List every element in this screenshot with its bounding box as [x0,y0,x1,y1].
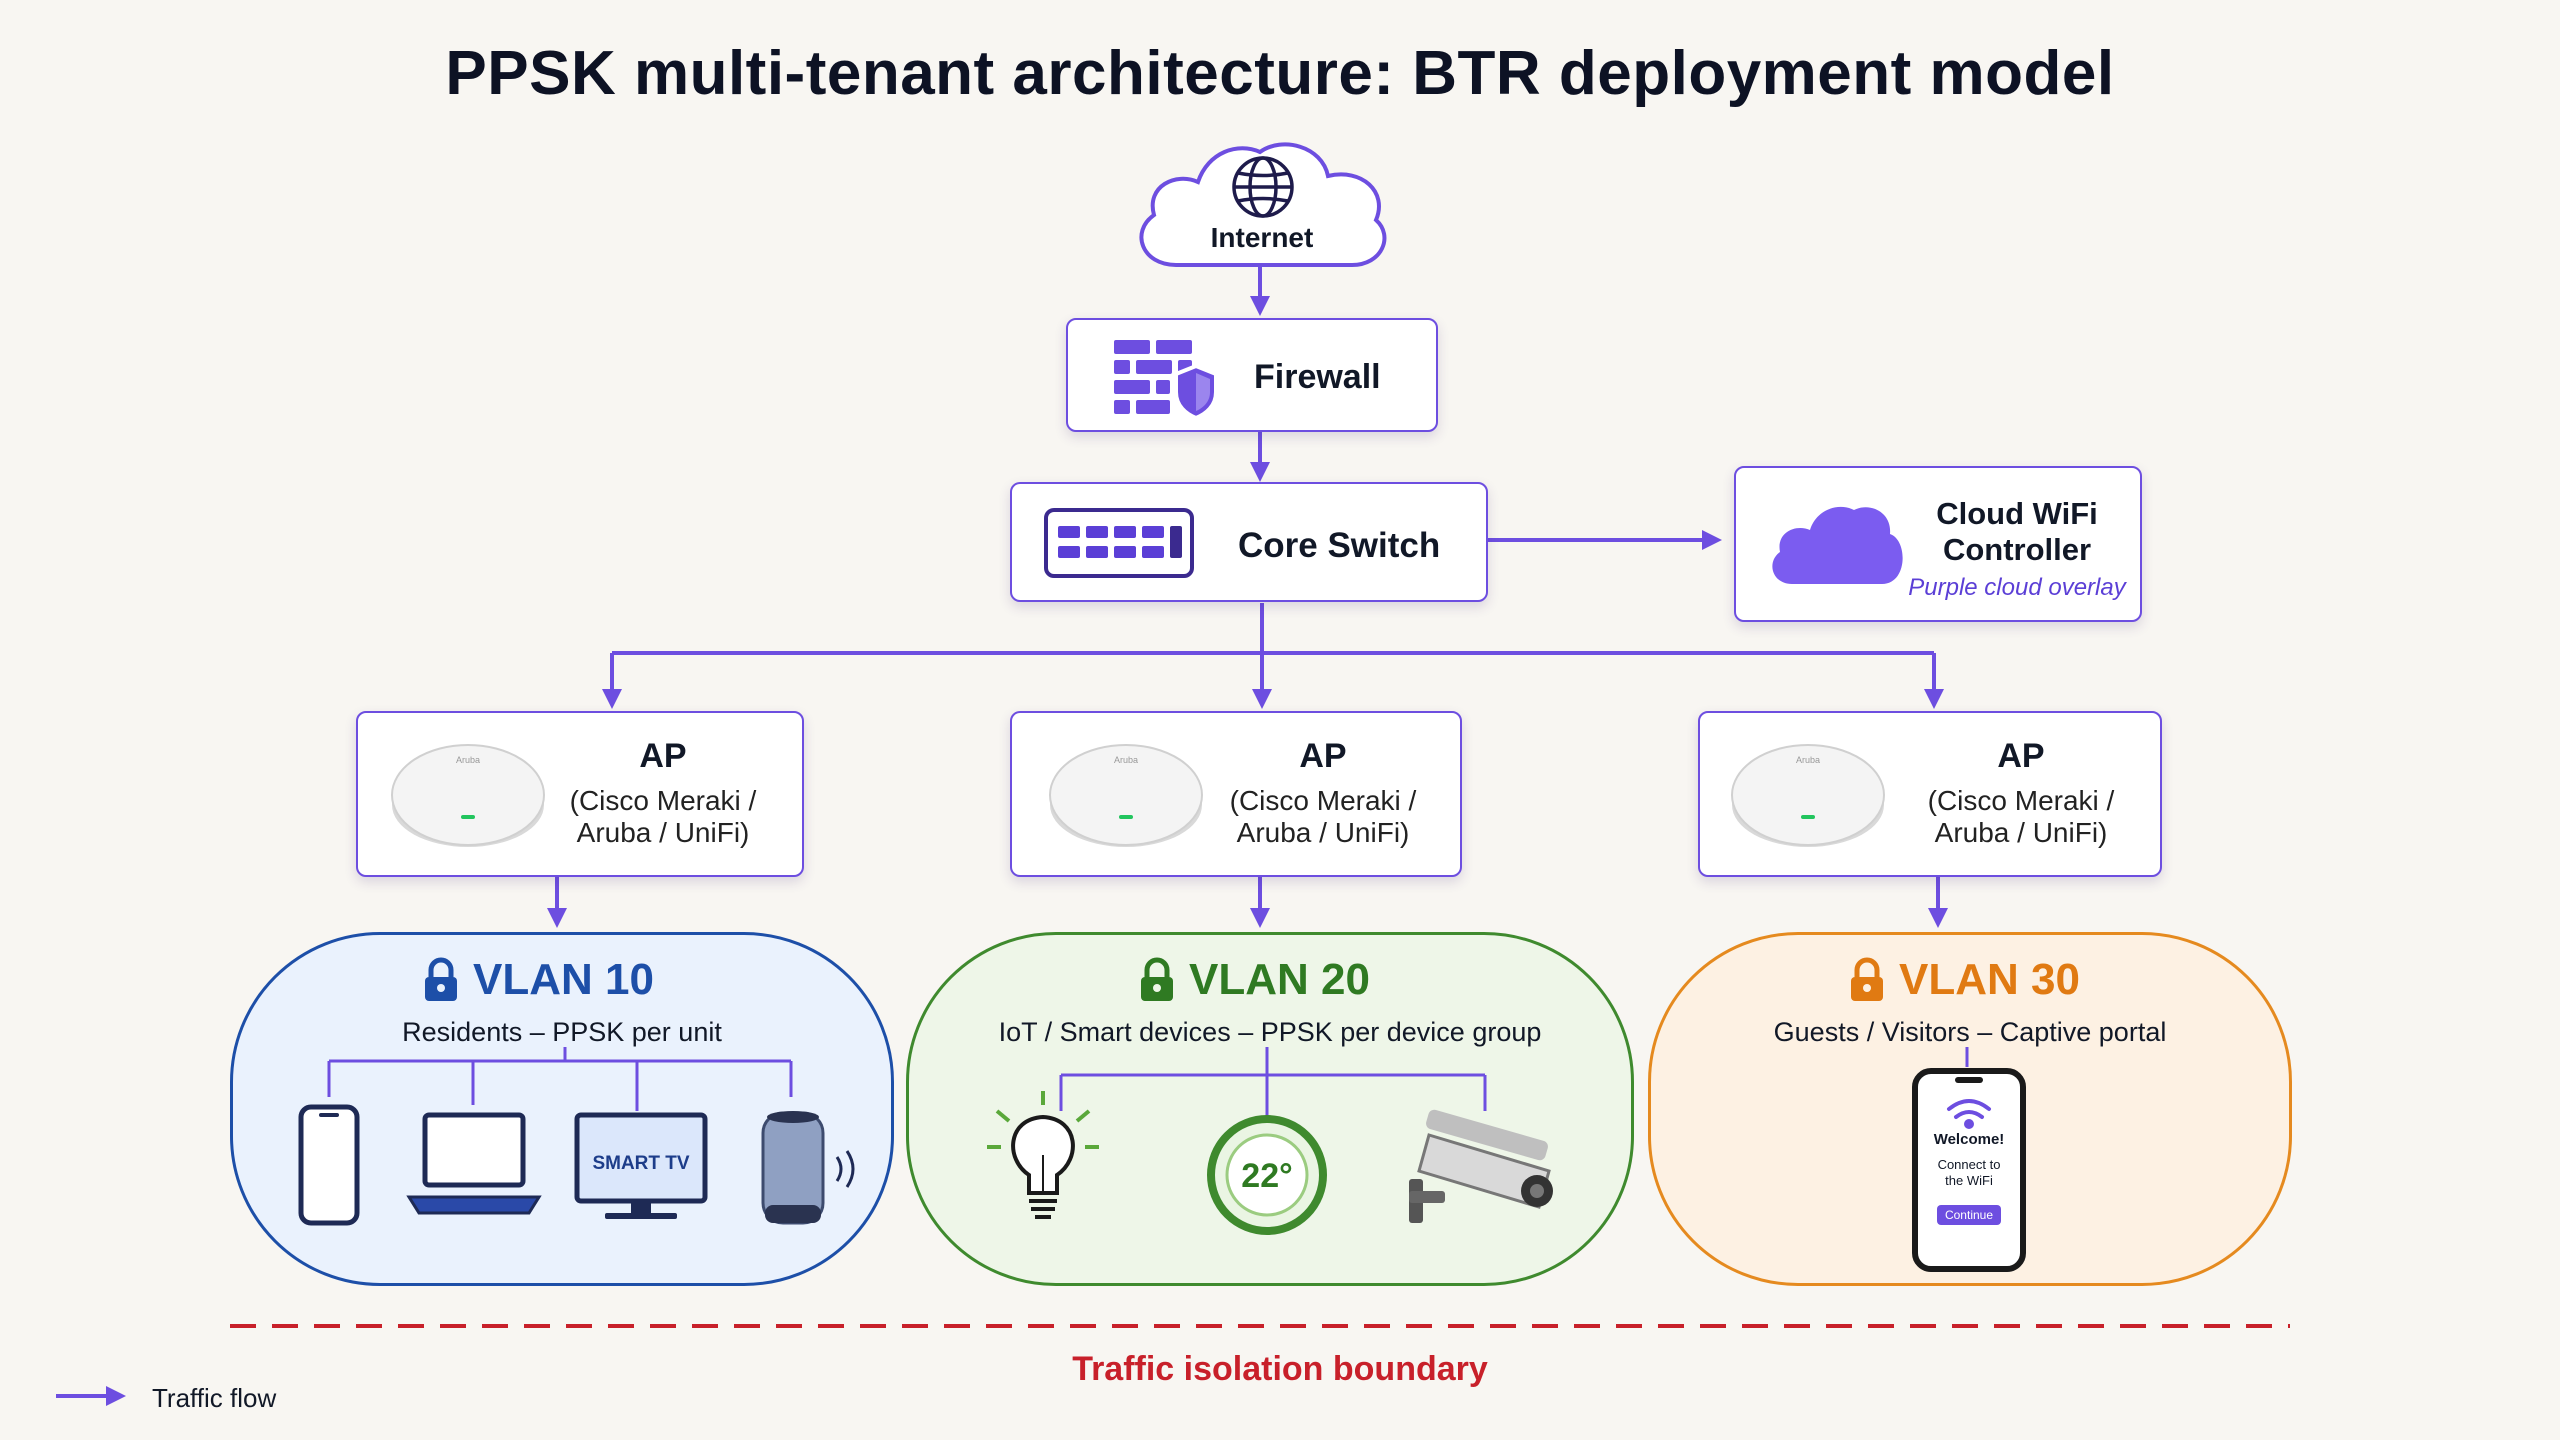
access-point-device-icon [391,744,545,847]
cloud-outline-icon [1139,142,1387,267]
page-title: PPSK multi-tenant architecture: BTR depl… [445,39,2115,108]
access-point-logo: Aruba [1113,755,1139,765]
vlan-20-title: VLAN 20 [1139,955,1370,1005]
globe-icon [1232,156,1294,218]
access-point-model-line2: Aruba / UniFi) [1934,817,2108,848]
access-point-model-line2: Aruba / UniFi) [1236,817,1410,848]
internet-node: Internet [1132,140,1392,270]
network-switch-icon [1044,508,1194,578]
access-point-3: Aruba AP (Cisco Meraki / Aruba / UniFi) [1698,711,2162,877]
portal-line1: Connect to [1937,1157,2001,1172]
cloud-controller-label-1: Cloud WiFi [1936,496,2098,531]
smart-speaker-icon [761,1111,855,1225]
access-point-2: Aruba AP (Cisco Meraki / Aruba / UniFi) [1010,711,1462,877]
vlan-20-zone: VLAN 20 IoT / Smart devices – PPSK per d… [906,932,1634,1286]
lock-icon [1141,957,1173,1001]
smart-bulb-icon [1011,1114,1075,1219]
internet-label: Internet [1210,222,1314,253]
vlan-30-device-tree [1912,1047,2026,1272]
legend-traffic-flow-label: Traffic flow [152,1383,277,1413]
vlan-10-title: VLAN 10 [423,955,654,1005]
vlan-30-title-text: VLAN 30 [1899,955,2080,1004]
cloud-controller-note: Purple cloud overlay [1908,574,2126,601]
access-point-title: AP [1299,737,1347,775]
lock-icon [1851,957,1883,1001]
vlan-10-subtitle: Residents – PPSK per unit [402,1017,722,1047]
vlan-20-device-tree [987,1047,1553,1235]
traffic-isolation-boundary-label: Traffic isolation boundary [1072,1350,1488,1388]
laptop-icon [406,1112,542,1215]
access-point-device-icon [1049,744,1203,847]
thermostat-icon [1207,1115,1327,1235]
access-point-title: AP [1997,737,2045,775]
firewall-label: Firewall [1254,358,1381,396]
smartphone-icon [298,1104,360,1226]
vlan-10-device-tree [298,1047,855,1226]
portal-line2: the WiFi [1945,1173,1993,1188]
smart-tv-label: SMART TV [592,1153,690,1174]
access-point-model-line1: (Cisco Meraki / [569,785,757,816]
access-point-model-line2: Aruba / UniFi) [576,817,750,848]
thermostat-value: 22° [1241,1157,1293,1195]
access-point-1: Aruba AP (Cisco Meraki / Aruba / UniFi) [356,711,804,877]
vlan-30-title: VLAN 30 [1849,955,2080,1005]
access-point-title: AP [639,737,687,775]
continue-button [1937,1205,2001,1225]
lock-icon [425,957,457,1001]
vlan-30-subtitle: Guests / Visitors – Captive portal [1773,1017,2167,1047]
access-point-model-line1: (Cisco Meraki / [1229,785,1417,816]
portal-welcome: Welcome! [1933,1131,2005,1148]
access-point-logo: Aruba [1795,755,1821,765]
vlan-20-subtitle: IoT / Smart devices – PPSK per device gr… [998,1017,1542,1047]
core-switch-label: Core Switch [1238,526,1441,565]
smart-tv-icon [574,1112,708,1219]
vlan-10-zone: VLAN 10 Residents – PPSK per unit [230,932,894,1286]
vlan-10-title-text: VLAN 10 [473,955,654,1004]
firewall-node: Firewall [1066,318,1438,432]
access-point-logo: Aruba [455,755,481,765]
access-point-device-icon [1731,744,1885,847]
security-camera-icon [1409,1109,1553,1223]
cloud-controller-label-2: Controller [1942,532,2092,567]
cloud-icon [1772,506,1903,584]
wifi-icon [1947,1099,1991,1129]
portal-continue-button[interactable]: Continue [1944,1208,1994,1222]
core-switch-node: Core Switch [1010,482,1488,602]
cloud-controller-node: Cloud WiFi Controller Purple cloud overl… [1734,466,2142,622]
vlan-20-title-text: VLAN 20 [1189,955,1370,1004]
vlan-30-zone: VLAN 30 Guests / Visitors – Captive port… [1648,932,2292,1286]
access-point-model-line1: (Cisco Meraki / [1927,785,2115,816]
firewall-shield-icon [1114,340,1218,418]
